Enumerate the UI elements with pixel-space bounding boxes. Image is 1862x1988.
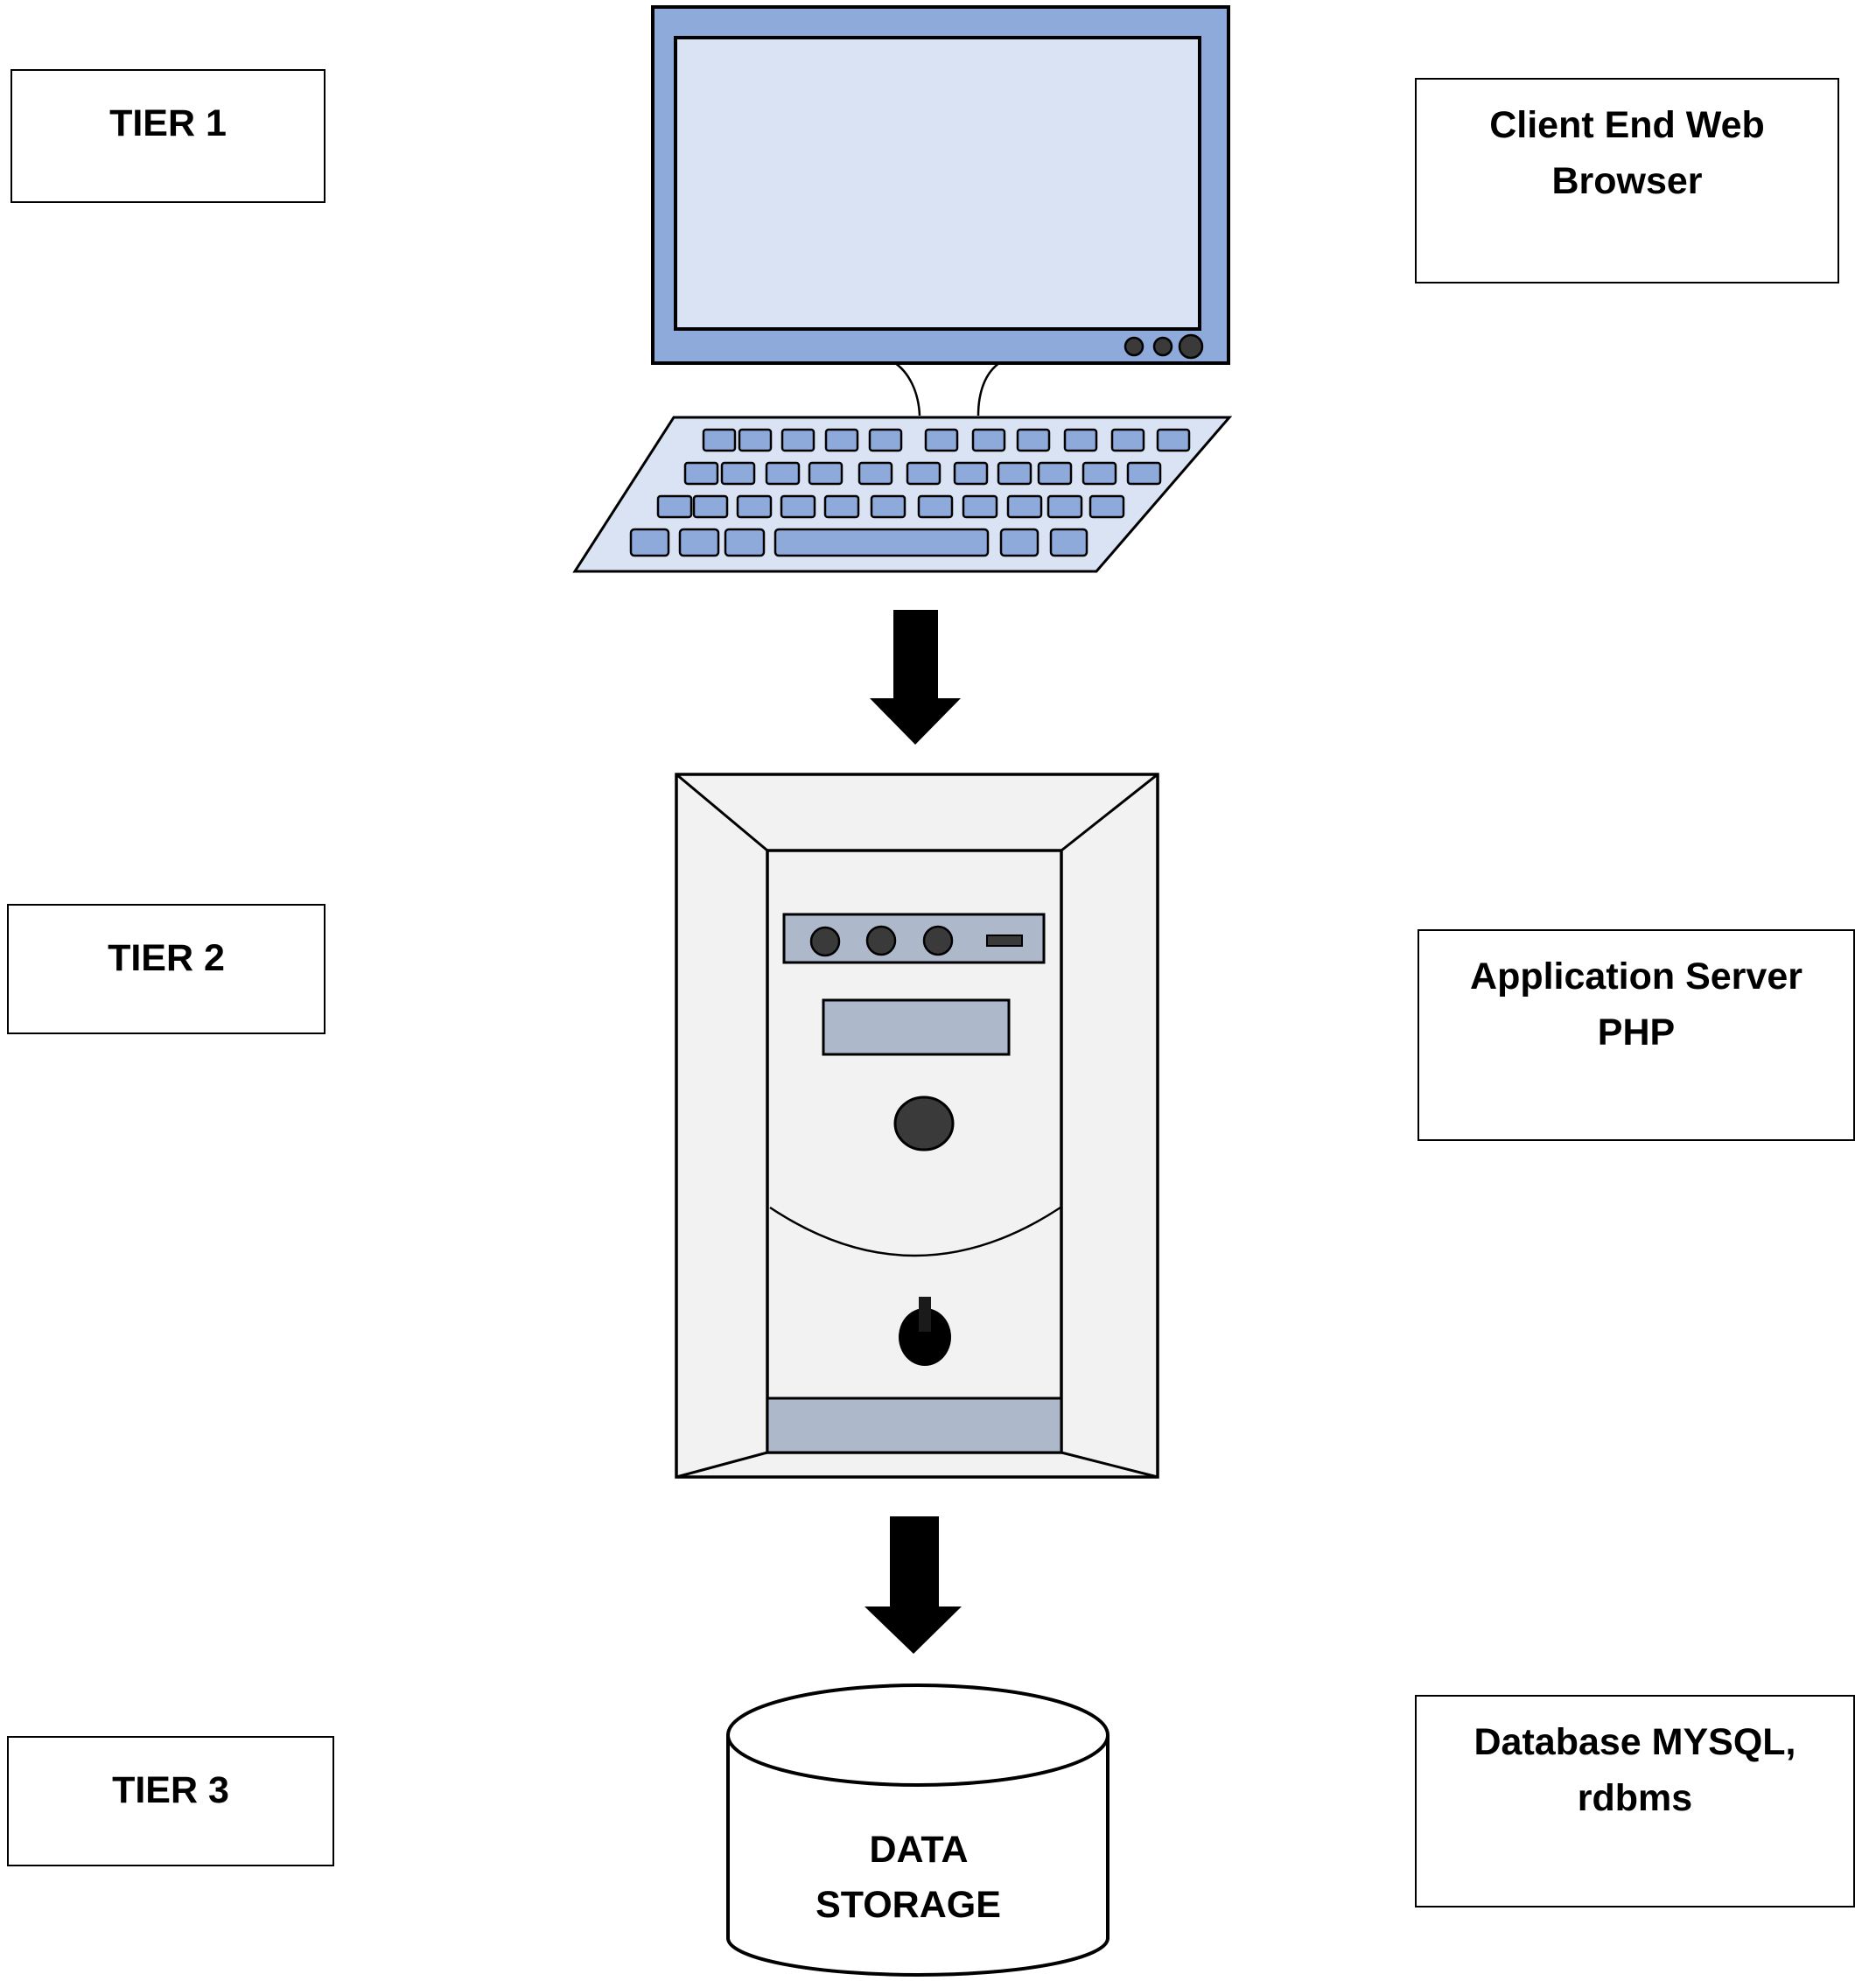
keyboard-key <box>997 461 1032 486</box>
tier-3-box: TIER 3 <box>7 1736 334 1866</box>
arrow-down-icon <box>864 1516 962 1654</box>
keyboard-key <box>656 494 693 519</box>
keyboard-key <box>1049 528 1088 557</box>
keyboard-key <box>692 494 729 519</box>
keyboard-key <box>823 494 860 519</box>
keyboard-icon <box>572 416 1233 573</box>
tier-1-description-line-2: Browser <box>1551 160 1703 202</box>
storage-label-line-2: STORAGE <box>816 1884 1001 1926</box>
keyboard-key <box>808 461 844 486</box>
keyboard-key <box>1110 428 1145 452</box>
tier-1-description-line-1: Client End Web <box>1489 104 1765 146</box>
keyboard-key <box>1082 461 1117 486</box>
keyboard-key <box>1037 461 1073 486</box>
keyboard-key <box>999 528 1040 557</box>
server-tower-icon <box>675 773 1159 1479</box>
keyboard-key <box>720 461 756 486</box>
keyboard-key <box>683 461 719 486</box>
tier-2-label: TIER 2 <box>108 937 225 979</box>
keyboard-key <box>780 428 816 452</box>
tier-2-box: TIER 2 <box>7 904 326 1034</box>
keyboard-key <box>1088 494 1125 519</box>
keyboard-key <box>1006 494 1043 519</box>
tier-2-description-line-2: PHP <box>1597 1012 1676 1054</box>
keyboard-key <box>1126 461 1162 486</box>
tier-2-description-box: Application Server PHP <box>1418 929 1855 1141</box>
keyboard-key <box>962 494 998 519</box>
storage-label-line-1: DATA <box>869 1829 968 1871</box>
keyboard-key <box>858 461 893 486</box>
keyboard-key <box>1156 428 1191 452</box>
keyboard-key <box>736 494 773 519</box>
tier-3-description-line-1: Database MYSQL, <box>1474 1721 1796 1763</box>
keyboard-key <box>824 428 859 452</box>
keyboard-key <box>702 428 737 452</box>
keyboard-key <box>738 428 773 452</box>
tier-3-description-box: Database MYSQL, rdbms <box>1415 1695 1855 1908</box>
keyboard-key <box>924 428 959 452</box>
tier-1-box: TIER 1 <box>10 69 326 203</box>
tier-3-description-line-2: rdbms <box>1577 1777 1693 1819</box>
keyboard-key <box>629 528 670 557</box>
keyboard-key <box>870 494 906 519</box>
keyboard-key <box>1046 494 1083 519</box>
keyboard-key <box>906 461 942 486</box>
keyboard-key <box>1063 428 1098 452</box>
keyboard-key <box>724 528 766 557</box>
keyboard-key <box>917 494 954 519</box>
arrow-down-icon <box>870 610 961 745</box>
monitor-icon <box>651 5 1230 416</box>
keyboard-key <box>971 428 1006 452</box>
keyboard-key <box>868 428 903 452</box>
database-cylinder-icon: DATA STORAGE <box>726 1684 1110 1977</box>
keyboard-key <box>765 461 801 486</box>
keyboard-spacebar <box>774 528 990 557</box>
tier-1-description-box: Client End Web Browser <box>1415 78 1839 284</box>
keyboard-key <box>678 528 720 557</box>
keyboard-key <box>780 494 816 519</box>
keyboard-key <box>953 461 989 486</box>
tier-2-description-line-1: Application Server <box>1470 956 1802 998</box>
tier-3-label: TIER 3 <box>112 1769 229 1811</box>
tier-1-label: TIER 1 <box>109 102 227 144</box>
keyboard-key <box>1016 428 1051 452</box>
